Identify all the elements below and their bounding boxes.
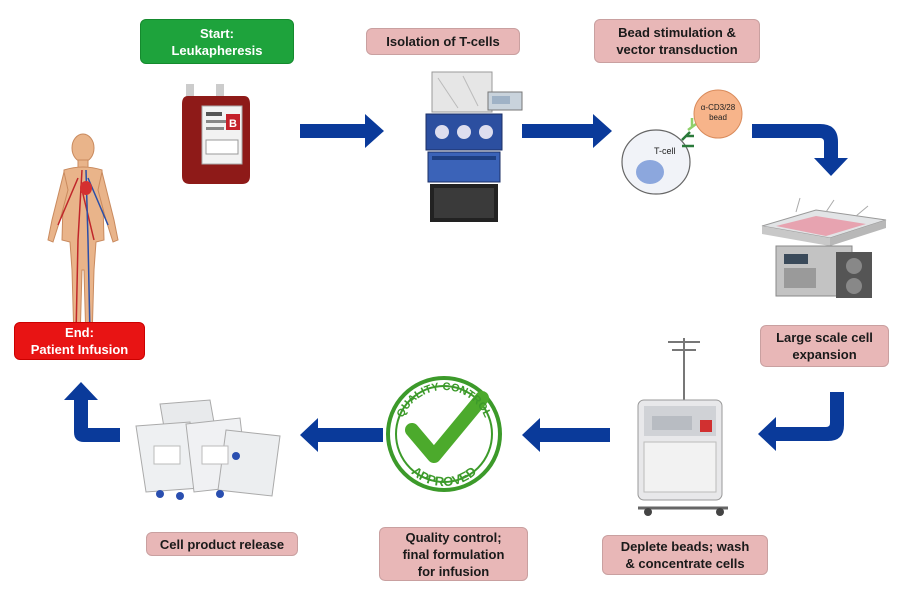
bead-label1: α-CD3/28 [701,103,736,112]
svg-text:QUALITY CONTROL: QUALITY CONTROL [395,381,494,420]
end-line2: Patient Infusion [30,342,129,357]
expansion-box: Large scale cell expansion [760,325,889,367]
bead-label2: bead [709,113,727,122]
human-body-icon [47,133,119,343]
apheresis-machine-icon [425,71,523,222]
arrow-left-2 [300,418,383,452]
bead-line2: vector transduction [616,42,738,57]
blood-bag-icon: B [182,84,250,184]
cell-processor-icon [637,338,728,516]
release-label: Cell product release [159,536,285,552]
arrow-right-2 [522,114,612,148]
expansion-line2: expansion [792,347,857,362]
arrow-left-1 [522,418,610,452]
start-line1: Start: [200,25,234,41]
end-line1: End: [65,325,94,340]
qc-line1: Quality control; [405,529,502,545]
end-infusion-box: End: Patient Infusion [14,322,145,360]
tcell-label: T-cell [654,146,676,156]
arrow-right-1 [300,114,384,148]
bioreactor-icon [761,197,887,298]
start-leukapheresis-box: Start: Leukapheresis [140,19,294,64]
bead-stimulation-box: Bead stimulation & vector transduction [594,19,760,63]
qc-approved-stamp-icon: QUALITY CONTROL APPROVED [386,376,502,492]
deplete-line1: Deplete beads; wash [620,539,750,554]
stamp-top-text: QUALITY CONTROL [395,381,494,420]
deplete-box: Deplete beads; wash & concentrate cells [602,535,768,575]
qc-line2: final formulation [402,546,505,562]
arrow-bend-up [64,382,120,442]
bead-line1: Bead stimulation & [618,25,736,40]
arrow-bend-down [752,124,848,176]
release-box: Cell product release [146,532,298,556]
tcell-bead-icon: T-cell α-CD3/28 bead [621,89,743,195]
arrow-bend-left [758,392,844,451]
deplete-line2: & concentrate cells [625,556,745,571]
iv-bags-icon [135,399,281,500]
blood-bag-letter: B [229,118,237,130]
qc-line3: for infusion [417,563,490,579]
isolation-label: Isolation of T-cells [386,34,500,49]
qc-box: Quality control; final formulation for i… [379,527,528,581]
isolation-box: Isolation of T-cells [366,28,520,55]
start-line2: Leukapheresis [171,42,263,58]
expansion-line1: Large scale cell [776,330,873,345]
